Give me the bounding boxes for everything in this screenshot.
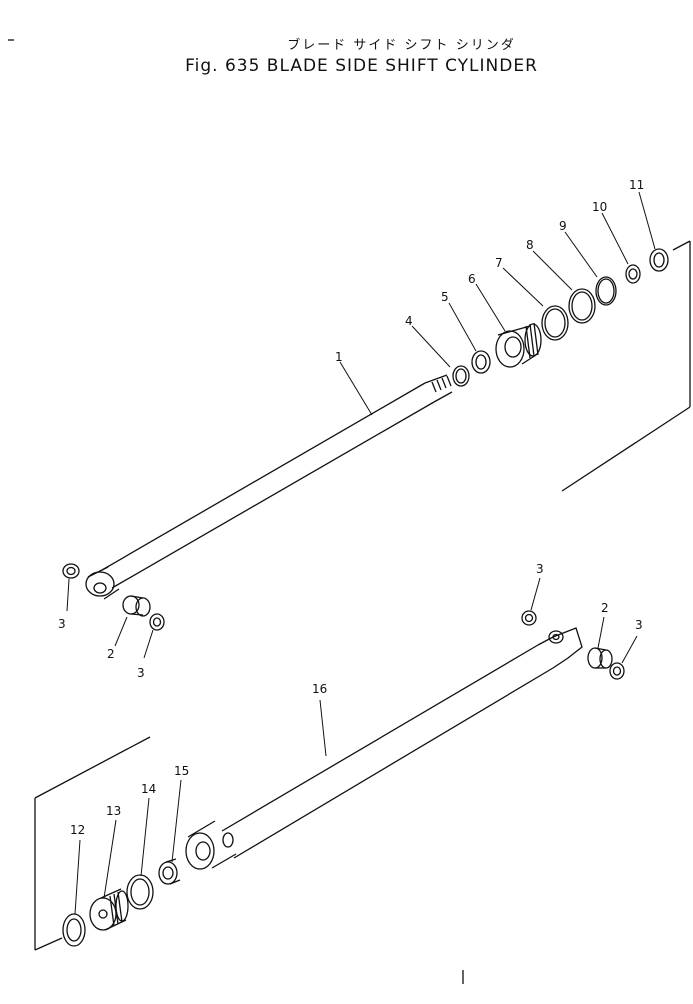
figure-title: Fig. 635 BLADE SIDE SHIFT CYLINDER bbox=[185, 56, 538, 76]
callout-1: 1 bbox=[335, 350, 343, 364]
callout-15: 15 bbox=[174, 764, 189, 778]
callout-16: 16 bbox=[312, 682, 327, 696]
o-ring-large bbox=[541, 305, 569, 341]
callout-3c: 3 bbox=[536, 562, 544, 576]
snap-ring bbox=[452, 365, 470, 387]
bushing-gland bbox=[625, 264, 641, 284]
bushing-right-lower bbox=[609, 662, 625, 680]
callout-6: 6 bbox=[468, 272, 476, 286]
leader-lines bbox=[66, 191, 656, 915]
dust-seal bbox=[649, 248, 669, 272]
wear-ring bbox=[62, 913, 86, 947]
callout-labels: 1 4 5 6 7 8 9 10 11 3 2 3 3 2 3 16 12 13… bbox=[58, 178, 644, 837]
callout-2a: 2 bbox=[107, 647, 115, 661]
callout-8: 8 bbox=[526, 238, 534, 252]
callout-7: 7 bbox=[495, 256, 503, 270]
cylinder-head-gland bbox=[495, 322, 542, 368]
callout-3a: 3 bbox=[58, 617, 66, 631]
callout-9: 9 bbox=[559, 219, 567, 233]
bushing-left-upper bbox=[62, 563, 80, 579]
sleeve-lower bbox=[587, 647, 613, 669]
callout-11: 11 bbox=[629, 178, 644, 192]
figure-title-japanese: ブレード サイド シフト シリンダ bbox=[287, 38, 516, 53]
piston-o-ring bbox=[126, 874, 154, 910]
bushing-right-upper bbox=[149, 613, 165, 631]
piston-rod bbox=[85, 374, 453, 600]
assembly-bracket-lower bbox=[34, 736, 151, 951]
callout-14: 14 bbox=[141, 782, 156, 796]
callout-3b: 3 bbox=[137, 666, 145, 680]
assembly-bracket-upper bbox=[561, 240, 691, 492]
o-ring-small bbox=[595, 276, 617, 306]
piston-nut bbox=[158, 858, 181, 885]
rod-seal bbox=[471, 350, 491, 374]
callout-12: 12 bbox=[70, 823, 85, 837]
bushing-left-lower bbox=[521, 610, 537, 626]
piston bbox=[89, 888, 129, 931]
callout-3d: 3 bbox=[635, 618, 643, 632]
callout-5: 5 bbox=[441, 290, 449, 304]
cylinder-tube bbox=[185, 627, 583, 870]
callout-13: 13 bbox=[106, 804, 121, 818]
backup-ring bbox=[568, 288, 596, 324]
callout-4: 4 bbox=[405, 314, 413, 328]
callout-10: 10 bbox=[592, 200, 607, 214]
sleeve-upper bbox=[122, 595, 151, 617]
callout-2b: 2 bbox=[601, 601, 609, 615]
